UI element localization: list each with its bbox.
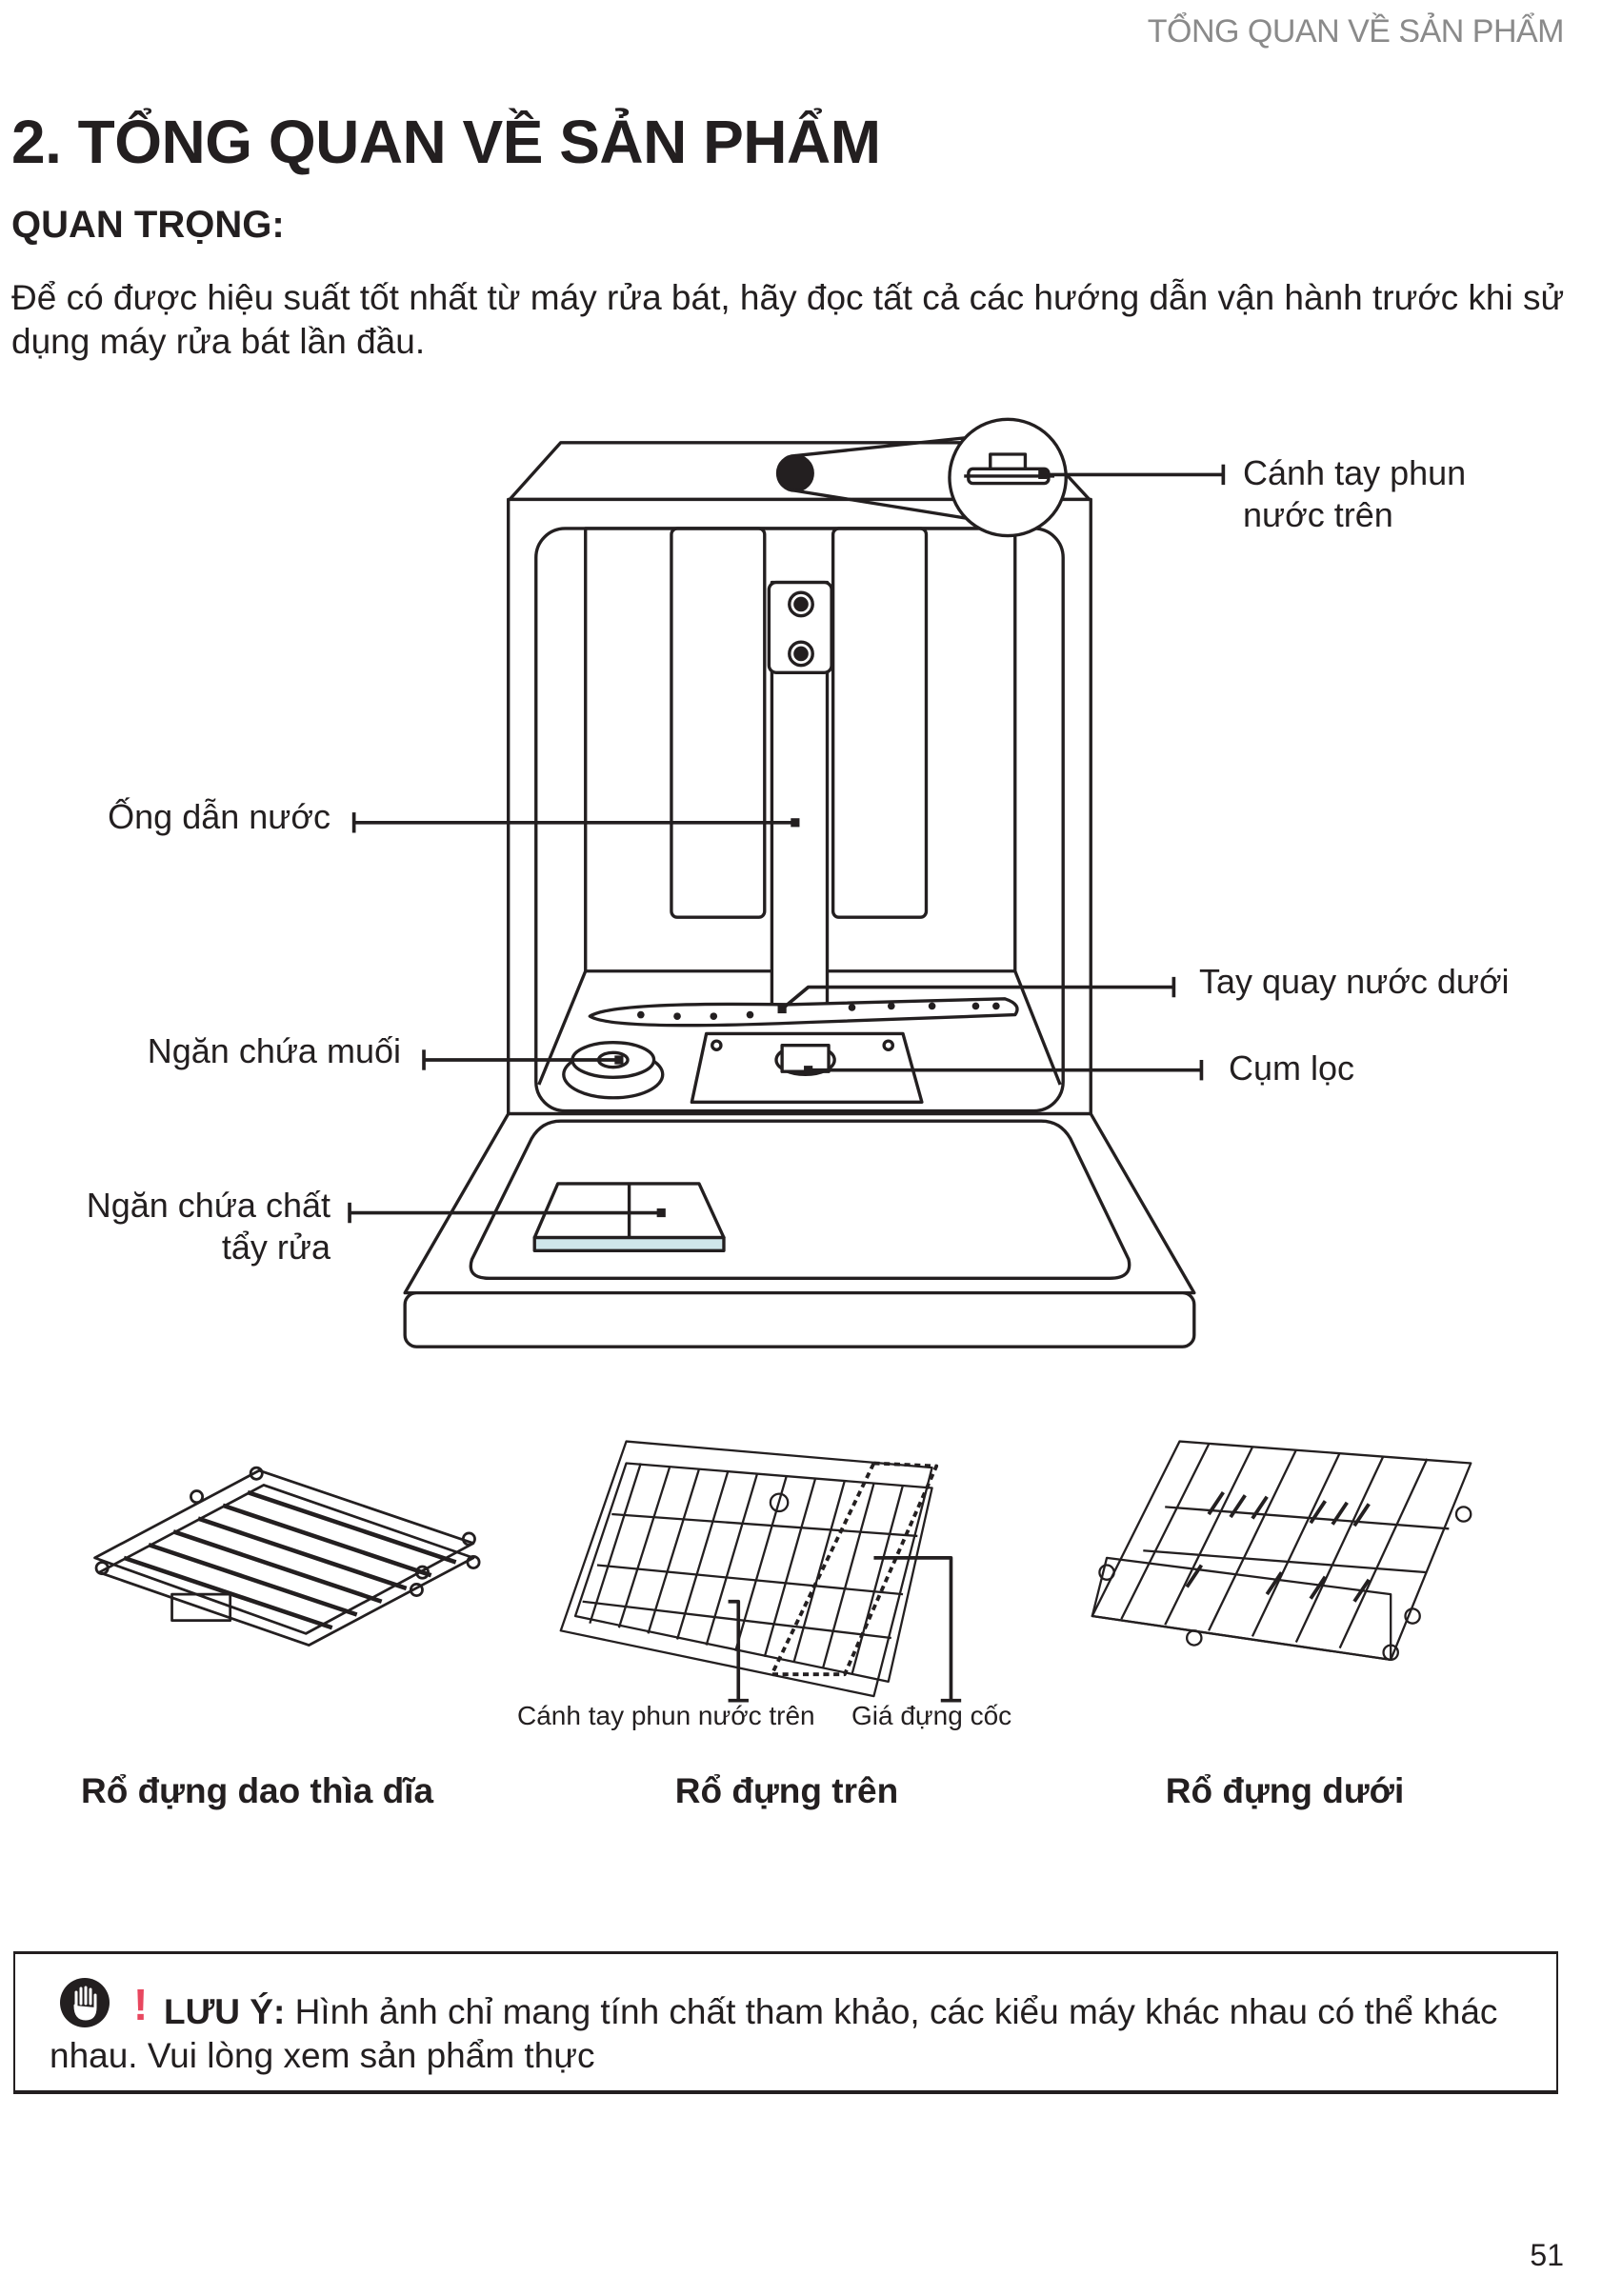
label-cup-shelf: Giá đựng cốc — [851, 1701, 1012, 1730]
important-heading: QUAN TRỌNG: — [11, 204, 285, 246]
upper-rack-title: Rổ đựng trên — [674, 1771, 899, 1810]
upper-rack-illustration — [559, 1440, 962, 1703]
note-heading: LƯU Ý: — [164, 1992, 286, 2031]
label-water-pipe: Ống dẫn nước — [108, 797, 330, 836]
page-title: 2. TỔNG QUAN VỀ SẢN PHẨM — [11, 108, 881, 176]
running-header: TỔNG QUAN VỀ SẢN PHẨM — [1147, 13, 1565, 50]
label-filter: Cụm lọc — [1229, 1048, 1355, 1088]
exclamation-icon: ! — [133, 1980, 149, 2029]
label-rack-spray-arm: Cánh tay phun nước trên — [517, 1701, 815, 1730]
note-text: LƯU Ý: Hình ảnh chỉ mang tính chất tham … — [50, 1990, 1528, 2078]
cutlery-rack-illustration — [93, 1466, 481, 1647]
stop-hand-icon — [60, 1978, 110, 2027]
label-lower-spray-arm: Tay quay nước dưới — [1199, 962, 1510, 1001]
cutlery-rack-title: Rổ đựng dao thìa dĩa — [80, 1771, 434, 1810]
note-body: Hình ảnh chỉ mang tính chất tham khảo, c… — [50, 1992, 1498, 2075]
lower-rack-illustration — [1091, 1440, 1472, 1662]
intro-paragraph: Để có được hiệu suất tốt nhất từ máy rửa… — [11, 278, 1565, 361]
page-number: 51 — [1530, 2238, 1564, 2272]
label-salt-container: Ngăn chứa muối — [147, 1031, 401, 1070]
lower-rack-title: Rổ đựng dưới — [1165, 1771, 1405, 1810]
note-box: ! LƯU Ý: Hình ảnh chỉ mang tính chất tha… — [13, 1951, 1558, 2094]
dishwasher-diagram — [348, 417, 1226, 1348]
